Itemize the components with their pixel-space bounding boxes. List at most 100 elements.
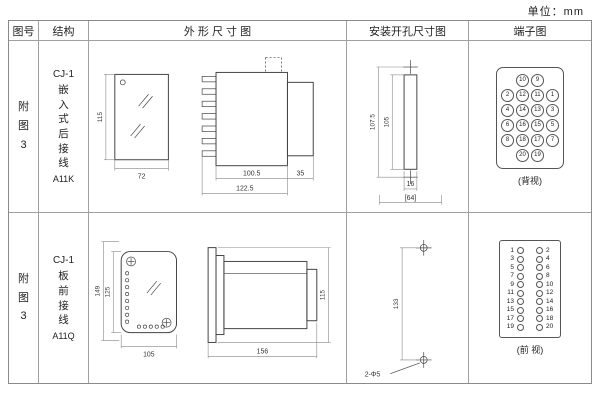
dim-front-height: 115 (96, 111, 103, 122)
terminal-circle: 17 (531, 133, 544, 147)
dim-slot-width: 16 (406, 181, 414, 188)
terminal-circle: 20 (516, 148, 529, 162)
terminal-number: 11 (507, 289, 514, 296)
terminal-circle (536, 315, 543, 323)
header-label: 外 形 尺 寸 图 (183, 25, 252, 38)
side-view (207, 247, 317, 343)
terminal-number: 17 (506, 314, 514, 322)
dim-holes-note: 2-Φ5 (364, 372, 380, 379)
terminal-number: 15 (506, 306, 514, 313)
header-col-structure: 结构 (39, 21, 89, 41)
terminal-circle (517, 323, 524, 331)
header-label: 图号 (12, 25, 35, 38)
terminal-circle: 15 (531, 118, 544, 132)
spec-table: 图号 结构 外 形 尺 寸 图 安装开孔尺寸图 端子图 附 图 3 CJ-1 嵌… (8, 20, 592, 384)
terminal-circle (517, 264, 524, 272)
structure-model: A11Q (52, 330, 75, 341)
terminal-circle (536, 247, 543, 255)
fig-number-row1: 附 图 3 (9, 41, 39, 213)
terminal-circle (517, 247, 524, 255)
outline-drawing-row2: 149 125 105 156 (89, 213, 347, 383)
terminal-number: 8 (546, 272, 550, 279)
structure-desc: 嵌 入 式 后 接 线 (58, 83, 69, 170)
terminal-circle: 16 (516, 118, 529, 132)
dim-side-length: 156 (256, 348, 268, 355)
terminal-circle (517, 298, 524, 306)
front-view (113, 73, 169, 160)
terminal-number: 7 (510, 272, 514, 279)
terminal-circle (517, 289, 524, 297)
terminal-view-label: (前 视) (516, 344, 544, 355)
terminal-circle: 14 (516, 103, 529, 117)
terminal-circle: 3 (546, 103, 559, 117)
structure-type: CJ-1 (52, 68, 75, 80)
terminal-number: 19 (506, 323, 514, 330)
terminal-circle: 13 (531, 103, 544, 117)
terminal-circle (517, 306, 524, 314)
structure-row2: CJ-1 板 前 接 线 A11Q (39, 213, 89, 383)
terminal-circle (536, 255, 543, 263)
terminal-circle (536, 306, 543, 314)
terminal-circle: 5 (546, 118, 559, 132)
fig-number-text: 附 图 3 (18, 101, 29, 151)
front-view (120, 251, 177, 334)
outline-svg-a11q: 149 125 105 156 (94, 241, 331, 359)
terminal-circle (517, 315, 524, 323)
panel-cutout (402, 59, 418, 184)
terminal-number: 20 (546, 323, 554, 330)
terminal-circle: 2 (501, 88, 514, 102)
terminal-number: 14 (546, 297, 554, 305)
terminal-circle: 12 (516, 88, 529, 102)
outline-svg-a11k: 115 72 (96, 56, 314, 195)
hole-dimensions: 133 2-Φ5 (364, 247, 420, 379)
dim-front-width: 72 (137, 173, 145, 180)
outline-drawing-row1: 115 72 (89, 41, 347, 213)
terminal-circle (536, 264, 543, 272)
dim-inner-height: 105 (383, 116, 390, 127)
terminal-circle: 6 (501, 118, 514, 132)
terminal-circle (517, 272, 524, 280)
install-svg-a11q: 133 2-Φ5 (364, 239, 432, 379)
terminal-number: 3 (510, 255, 514, 262)
dim-span: [64] (404, 194, 416, 201)
terminal-number: 6 (546, 263, 550, 271)
terminal-grid-row: 2 12 11 1 (501, 88, 559, 102)
terminal-circle (536, 289, 543, 297)
terminal-circle (536, 281, 543, 289)
structure-desc: 板 前 接 线 (58, 270, 69, 327)
header-col-terminal: 端子图 (469, 21, 591, 41)
terminal-grid-row: 4 14 13 3 (501, 103, 559, 117)
terminal-number: 2 (546, 246, 550, 254)
dim-outer-height: 107.5 (369, 113, 376, 129)
side-dimensions: 156 115 (207, 247, 331, 359)
install-svg-a11k: 107.5 105 16 [64] (369, 59, 442, 205)
terminal-grid-row: 10 9 (516, 73, 544, 87)
terminal-number: 1 (510, 246, 514, 254)
side-dimensions: 100.5 35 122.5 (201, 155, 314, 195)
dim-side-height: 115 (319, 289, 326, 300)
structure-row1: CJ-1 嵌 入 式 后 接 线 A11K (39, 41, 89, 213)
terminal-circle (517, 281, 524, 289)
dim-side-rear: 35 (296, 170, 304, 177)
terminal-number: 18 (546, 314, 554, 322)
terminal-block-rear: 10 9 2 12 11 1 4 14 13 3 6 16 15 5 (496, 66, 564, 169)
dim-side-outer: 122.5 (236, 185, 254, 192)
front-dimensions: 115 72 (96, 73, 169, 180)
fig-number-text: 附 图 3 (18, 272, 29, 323)
terminal-circle: 4 (501, 103, 514, 117)
mounting-holes (415, 239, 432, 368)
terminal-diagram-row1: 10 9 2 12 11 1 4 14 13 3 6 16 15 5 (469, 41, 591, 213)
terminal-circle: 11 (531, 88, 544, 102)
terminal-circle: 1 (546, 88, 559, 102)
cutout-dimensions: 107.5 105 16 [64] (369, 66, 442, 205)
fig-number-row2: 附 图 3 (9, 213, 39, 383)
terminal-circle: 10 (516, 73, 529, 87)
terminal-grid-row: 6 16 15 5 (501, 118, 559, 132)
